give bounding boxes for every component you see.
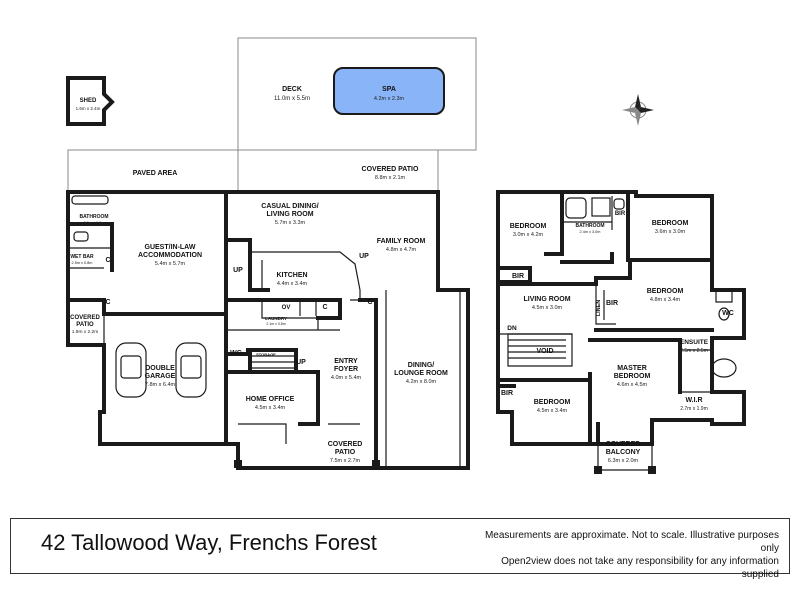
master-label-2: BEDROOM [614, 373, 651, 380]
garage-dim: 7.8m x 6.4m [145, 382, 176, 388]
car-icon [175, 342, 207, 398]
covered-patio-left-label-1: COVERED [70, 315, 100, 321]
stair-down-tag: DN [507, 325, 517, 332]
floor-plan: SHED 1.6m x 2.4m DECK 11.0m x 5.5m SPA 4… [66, 37, 746, 474]
deck: DECK 11.0m x 5.5m SPA 4.2m x 2.3m [237, 37, 477, 151]
cupboard-tag: C [105, 257, 110, 264]
balcony-dim: 6.3m x 2.0m [608, 458, 639, 464]
entry-label-1: ENTRY [334, 358, 358, 365]
covered-patio-left-label-2: PATIO [76, 322, 94, 328]
storage-tag: STORAGE [256, 352, 276, 357]
covered-patio-top-dim: 8.8m x 2.1m [375, 175, 406, 181]
covered-patio-front-label-1: COVERED [328, 441, 363, 448]
stair-up-tag: UP [359, 253, 369, 260]
balcony-label-2: BALCONY [606, 449, 641, 456]
shed-label: SHED [80, 98, 97, 104]
laundry-label: LAUNDRY [265, 316, 287, 321]
bed-mr-dim: 4.8m x 3.4m [650, 297, 681, 303]
bathroom-up-dim: 2.4m x 3.0m [580, 230, 601, 234]
guest-dim: 5.4m x 5.7m [155, 261, 186, 267]
bathroom-g-dim: 3.5m x 1.8m [84, 221, 105, 225]
bed-tr-dim: 3.6m x 3.0m [655, 229, 686, 235]
dining-label-1: DINING/ [408, 362, 435, 369]
office-label: HOME OFFICE [246, 396, 295, 403]
wet-bar-dim: 2.5m x 0.8m [72, 261, 93, 265]
family-dim: 4.8m x 4.7m [386, 247, 417, 253]
disclaimer-line-2: Open2view does not take any responsibili… [501, 556, 779, 580]
covered-patio-front-dim: 7.5m x 2.7m [330, 458, 361, 464]
wir-dim: 2.7m x 1.9m [680, 406, 708, 412]
wir-label: W.I.R [685, 397, 702, 404]
kitchen-label: KITCHEN [276, 272, 307, 279]
dining-dim: 4.2m x 8.0m [406, 379, 437, 385]
dining-label-2: LOUNGE ROOM [394, 370, 448, 377]
bir-tag: BIR [606, 300, 618, 307]
master-dim: 4.6m x 4.5m [617, 382, 648, 388]
casual-label-1: CASUAL DINING/ [261, 203, 318, 210]
deck-label: DECK [282, 86, 302, 93]
kitchen-dim: 4.4m x 3.4m [277, 281, 308, 287]
footer-bar: 42 Tallowood Way, Frenchs Forest Measure… [10, 518, 790, 580]
laundry-dim: 2.1m x 0.8m [266, 322, 285, 326]
casual-dim: 5.7m x 3.3m [275, 220, 306, 226]
paved-label: PAVED AREA [133, 170, 178, 177]
family-label: FAMILY ROOM [377, 238, 426, 245]
guest-label-1: GUEST/IN-LAW [145, 244, 196, 251]
wc-tag: WC [230, 350, 242, 357]
oven-tag: OV [282, 305, 291, 311]
void-tag: VOID [536, 348, 553, 355]
disclaimer: Measurements are approximate. Not to sca… [479, 529, 779, 581]
living-up-dim: 4.5m x 3.0m [532, 305, 563, 311]
wet-bar-label: WET BAR [70, 254, 94, 260]
ensuite-dim: 2.5m x 2.5m [680, 348, 708, 354]
cupboard-tag: C [367, 299, 372, 306]
covered-patio-front-label-2: PATIO [335, 449, 356, 456]
property-address: 42 Tallowood Way, Frenchs Forest [41, 530, 377, 555]
cupboard-tag: C [105, 299, 110, 306]
bed-bl-dim: 4.5m x 3.4m [537, 408, 568, 414]
stair-up-tag: UP [233, 267, 243, 274]
car-icon [115, 342, 147, 398]
bir-tag: BIR [512, 273, 524, 280]
covered-patio-top-label: COVERED PATIO [362, 166, 419, 173]
bed-tr-label: BEDROOM [652, 220, 689, 227]
bed-tl-dim: 3.0m x 4.2m [513, 232, 544, 238]
spa-label: SPA [382, 86, 396, 93]
casual-label-2: LIVING ROOM [266, 211, 313, 218]
bir-tag: BIR [615, 211, 626, 217]
bathroom-g-label: BATHROOM [79, 214, 108, 220]
bed-bl-label: BEDROOM [534, 399, 571, 406]
bed-tl-label: BEDROOM [510, 223, 547, 230]
deck-dim: 11.0m x 5.5m [274, 96, 310, 102]
spa-pool [333, 67, 445, 115]
garage-label-2: GARAGE [145, 373, 176, 380]
guest-label-2: ACCOMMODATION [138, 252, 202, 259]
linen-tag: LINEN [596, 300, 602, 317]
living-up-label: LIVING ROOM [523, 296, 570, 303]
bir-tag: BIR [501, 390, 513, 397]
office-dim: 4.5m x 3.4m [255, 405, 286, 411]
cupboard-tag: C [322, 304, 327, 311]
garage-label-1: DOUBLE [145, 365, 175, 372]
wc-tag: WC [722, 310, 734, 317]
disclaimer-line-1: Measurements are approximate. Not to sca… [484, 530, 779, 554]
bathroom-up-label: BATHROOM [575, 223, 604, 229]
entry-dim: 4.0m x 5.4m [331, 375, 362, 381]
shed: SHED 1.6m x 2.4m [66, 76, 115, 126]
spa-dim: 4.2m x 2.3m [374, 96, 405, 102]
master-label-1: MASTER [617, 365, 647, 372]
bed-mr-label: BEDROOM [647, 288, 684, 295]
ground-floor: PAVED AREA COVERED PATIO 8.8m x 2.1m [66, 149, 470, 470]
stair-up-tag: UP [296, 359, 306, 366]
compass-rose-icon [622, 94, 654, 126]
covered-patio-left-dim: 1.9m x 2.2m [72, 329, 98, 335]
balcony-label-1: COVERED [606, 441, 641, 448]
upper-floor [496, 190, 746, 474]
entry-label-2: FOYER [334, 366, 358, 373]
shed-dim: 1.6m x 2.4m [76, 106, 101, 111]
ensuite-label: ENSUITE [680, 339, 709, 346]
